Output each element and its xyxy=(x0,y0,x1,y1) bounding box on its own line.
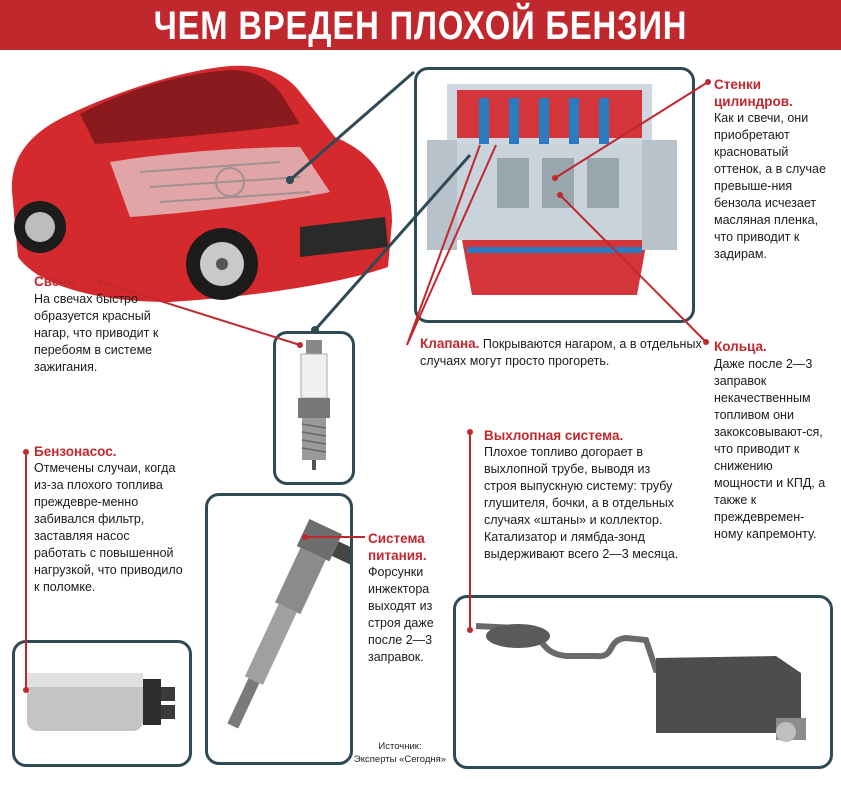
callout-plugs-heading: Свечи. xyxy=(34,274,79,289)
engine-cutaway xyxy=(427,84,677,295)
source-name: Эксперты «Сегодня» xyxy=(353,754,447,765)
callout-cylinders: Стенки цилиндров. Как и свечи, они приоб… xyxy=(714,76,826,263)
spark-plug-frame xyxy=(273,331,355,485)
page-title: ЧЕМ ВРЕДЕН ПЛОХОЙ БЕНЗИН xyxy=(153,4,688,48)
fuel-pump-frame xyxy=(12,640,192,767)
spark-plug xyxy=(298,340,330,470)
callout-valves: Клапана. Покрываются нагаром, а в отдель… xyxy=(420,335,705,370)
callout-fuel: Система питания. Форсунки инжектора выхо… xyxy=(368,530,450,666)
callout-cylinders-heading: Стенки цилиндров. xyxy=(714,77,793,109)
source-label: Источник: xyxy=(378,741,422,752)
callout-rings-heading: Кольца. xyxy=(714,339,767,354)
car-illustration xyxy=(11,65,393,303)
callout-valves-text: Покрываются нагаром, а в отдельных случа… xyxy=(420,337,702,368)
callout-fuel-heading: Система питания. xyxy=(368,531,427,563)
source-note: Источник: Эксперты «Сегодня» xyxy=(350,740,450,766)
callout-pump-text: Отмечены случаи, когда из-за плохого топ… xyxy=(34,461,183,594)
callout-pump-heading: Бензонасос. xyxy=(34,444,117,459)
exhaust-frame xyxy=(453,595,833,769)
callout-fuel-text: Форсунки инжектора выходят из строя даже… xyxy=(368,565,434,664)
fuel-injector xyxy=(227,518,350,729)
callout-plugs: Свечи. На свечах быстро образуется красн… xyxy=(34,273,184,376)
title-banner xyxy=(0,0,841,50)
callout-pump: Бензонасос. Отмечены случаи, когда из-за… xyxy=(34,443,184,596)
callout-exhaust: Выхлопная система. Плохое топливо догора… xyxy=(484,427,684,563)
callout-plugs-text: На свечах быстро образуется красный нага… xyxy=(34,292,159,374)
callout-exhaust-heading: Выхлопная система. xyxy=(484,428,624,443)
callout-cylinders-text: Как и свечи, они приобретают красноватый… xyxy=(714,111,826,261)
callout-rings: Кольца. Даже после 2—3 заправок некачест… xyxy=(714,338,829,543)
callout-rings-text: Даже после 2—3 заправок некачественным т… xyxy=(714,357,826,541)
injector-frame xyxy=(205,493,353,765)
callout-exhaust-text: Плохое топливо догорает в выхлопной труб… xyxy=(484,445,679,561)
fuel-pump xyxy=(27,673,175,731)
exhaust-system xyxy=(475,623,806,742)
callout-valves-heading: Клапана. xyxy=(420,336,480,351)
